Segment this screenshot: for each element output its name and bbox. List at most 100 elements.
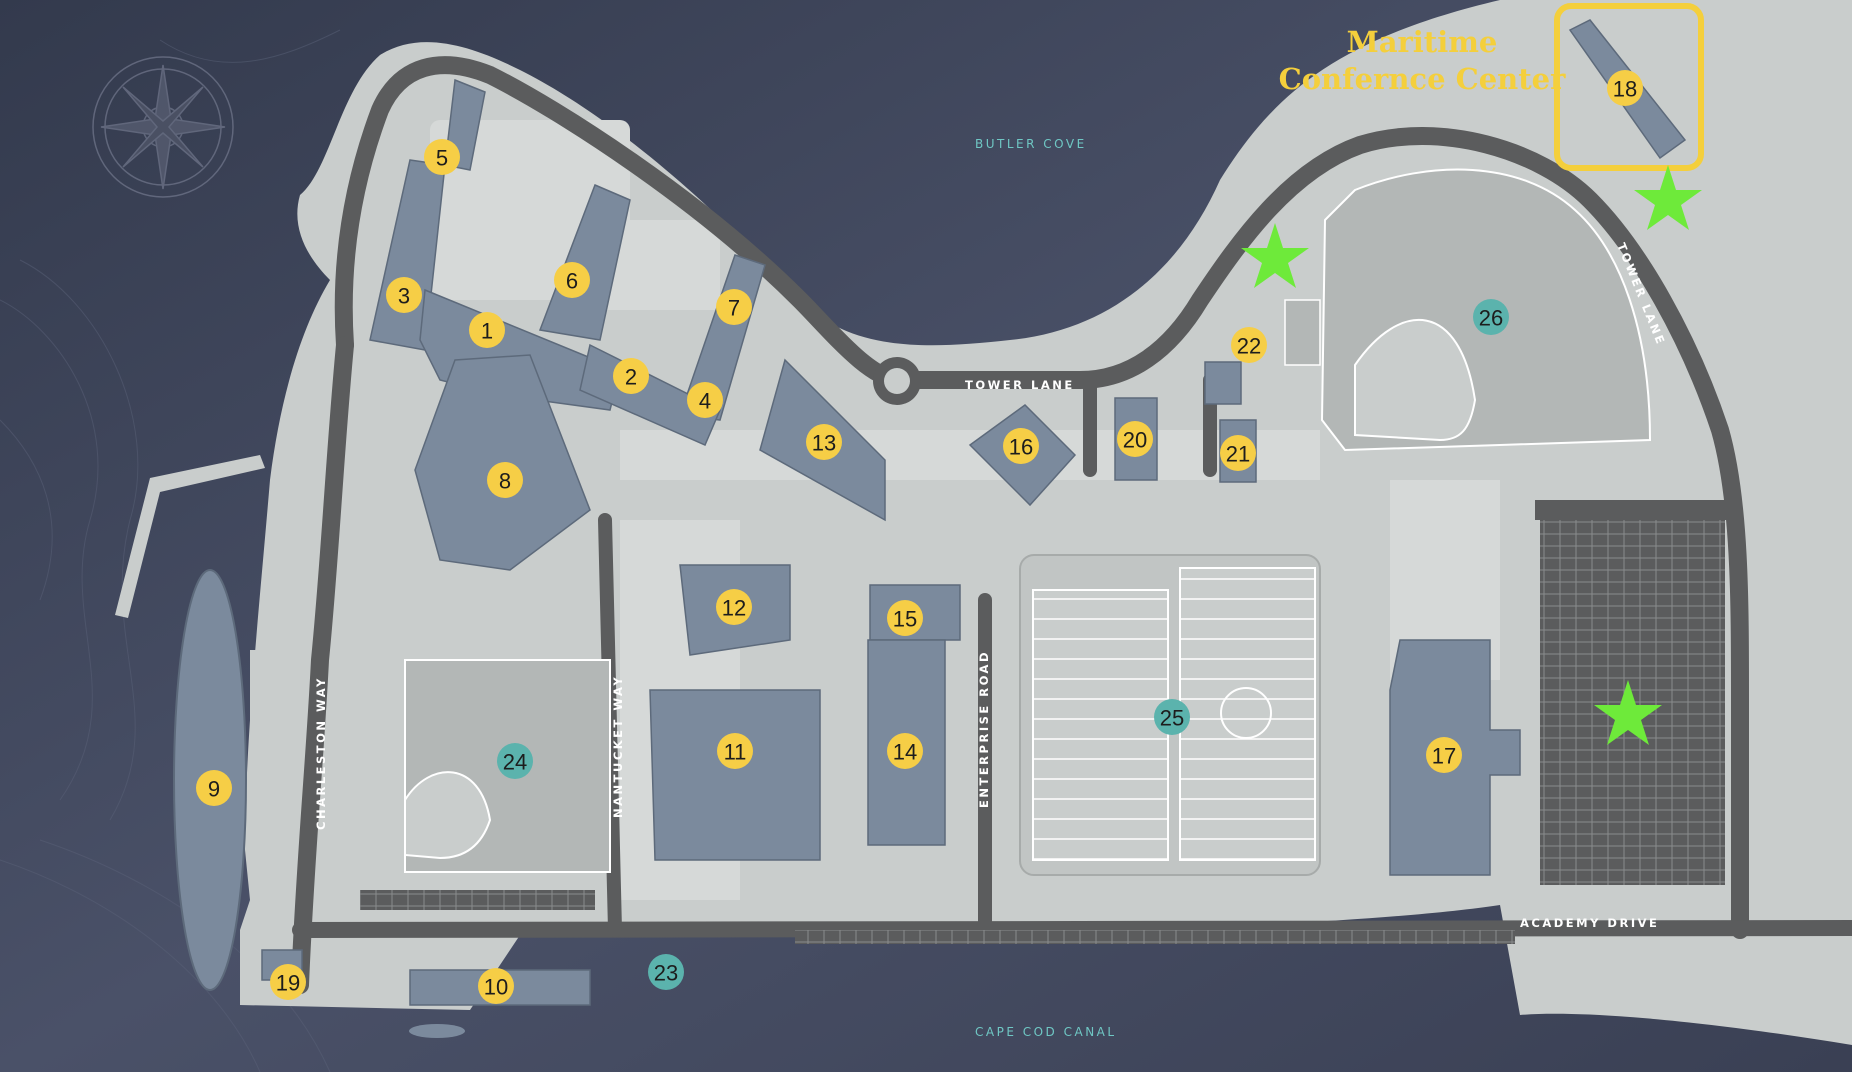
marker-15[interactable]: 15 <box>887 600 923 636</box>
building-22 <box>1204 361 1242 405</box>
marker-17[interactable]: 17 <box>1426 737 1462 773</box>
center-circle <box>1220 687 1272 739</box>
marker-4[interactable]: 4 <box>687 382 723 418</box>
small-boat <box>409 1024 465 1038</box>
star-icon <box>1594 680 1662 745</box>
marker-19[interactable]: 19 <box>270 964 306 1000</box>
marker-number: 7 <box>728 296 740 321</box>
parking-southwest <box>360 890 595 910</box>
label-butler-cove: BUTLER COVE <box>975 137 1087 151</box>
marker-2[interactable]: 2 <box>613 358 649 394</box>
callout-line1: Maritime <box>1347 25 1498 59</box>
marker-number: 21 <box>1226 442 1250 467</box>
marker-12[interactable]: 12 <box>716 589 752 625</box>
marker-circle <box>270 964 306 1000</box>
marker-circle <box>887 600 923 636</box>
marker-number: 15 <box>893 607 917 632</box>
roads <box>291 56 1852 994</box>
marker-circle <box>1231 327 1267 363</box>
marker-23[interactable]: 23 <box>648 954 684 990</box>
marker-circle <box>1003 428 1039 464</box>
marker-22[interactable]: 22 <box>1231 327 1267 363</box>
marker-25[interactable]: 25 <box>1154 699 1190 735</box>
track-west <box>1032 589 1169 861</box>
marker-circle <box>716 589 752 625</box>
marker-number: 5 <box>436 146 448 171</box>
parking-lot-east-west-row <box>1535 500 1735 520</box>
marker-circle <box>554 262 590 298</box>
marker-14[interactable]: 14 <box>887 733 923 769</box>
marker-circle <box>887 733 923 769</box>
infield-24 <box>404 771 492 860</box>
marker-circle <box>196 770 232 806</box>
marker-circle <box>487 462 523 498</box>
marker-24[interactable]: 24 <box>497 743 533 779</box>
marker-number: 2 <box>625 365 637 390</box>
east-land <box>1720 0 1852 342</box>
marker-number: 16 <box>1009 435 1033 460</box>
label-enterprise-road: ENTERPRISE ROAD <box>977 650 991 808</box>
marker-number: 10 <box>484 975 508 1000</box>
marker-number: 24 <box>503 750 527 775</box>
roundabout-island <box>884 368 910 394</box>
callout-line2: Confernce Center <box>1279 62 1566 96</box>
marker-16[interactable]: 16 <box>1003 428 1039 464</box>
marker-circle <box>1154 699 1190 735</box>
marker-21[interactable]: 21 <box>1220 435 1256 471</box>
marker-circle <box>478 968 514 1004</box>
marker-number: 6 <box>566 269 578 294</box>
marker-13[interactable]: 13 <box>806 424 842 460</box>
marker-20[interactable]: 20 <box>1117 421 1153 457</box>
marker-number: 13 <box>812 431 836 456</box>
marker-circle <box>1473 299 1509 335</box>
star-icon <box>1634 165 1702 230</box>
marker-number: 25 <box>1160 706 1184 731</box>
marker-circle <box>386 277 422 313</box>
marker-5[interactable]: 5 <box>424 139 460 175</box>
compass-rose-icon <box>92 56 234 198</box>
marker-number: 11 <box>724 740 747 765</box>
marker-circle <box>1117 421 1153 457</box>
label-tower-lane-west: TOWER LANE <box>965 378 1075 392</box>
marker-1[interactable]: 1 <box>469 312 505 348</box>
marker-circle <box>424 139 460 175</box>
label-cape-cod-canal: CAPE COD CANAL <box>975 1025 1117 1039</box>
marker-circle <box>469 312 505 348</box>
infield-26 <box>1354 318 1477 442</box>
marker-circle <box>648 954 684 990</box>
marker-number: 17 <box>1432 744 1456 769</box>
marker-number: 4 <box>699 389 711 414</box>
marker-number: 18 <box>1613 77 1637 102</box>
marker-7[interactable]: 7 <box>716 289 752 325</box>
marker-11[interactable]: 11 <box>717 733 753 769</box>
marker-circle <box>613 358 649 394</box>
football-field-25 <box>1179 567 1316 861</box>
building-11 <box>649 689 821 861</box>
marker-10[interactable]: 10 <box>478 968 514 1004</box>
star-icon <box>1241 223 1309 288</box>
marker-number: 9 <box>208 777 220 802</box>
marker-circle <box>1426 737 1462 773</box>
marker-number: 8 <box>499 469 511 494</box>
marker-9[interactable]: 9 <box>196 770 232 806</box>
parking-south <box>795 930 1515 944</box>
bleacher-26 <box>1284 299 1321 366</box>
marker-26[interactable]: 26 <box>1473 299 1509 335</box>
markers: 1234567891011121314151617181920212223242… <box>196 70 1643 1004</box>
marker-6[interactable]: 6 <box>554 262 590 298</box>
marker-8[interactable]: 8 <box>487 462 523 498</box>
marker-number: 12 <box>722 596 746 621</box>
marker-circle <box>716 289 752 325</box>
marker-number: 20 <box>1123 428 1147 453</box>
marker-18[interactable]: 18 <box>1607 70 1643 106</box>
marker-circle <box>687 382 723 418</box>
label-nantucket-way: NANTUCKET WAY <box>611 675 625 818</box>
marker-number: 23 <box>654 961 678 986</box>
marker-number: 1 <box>481 319 493 344</box>
marker-number: 22 <box>1237 334 1261 359</box>
marker-3[interactable]: 3 <box>386 277 422 313</box>
label-charleston-way: CHARLESTON WAY <box>314 676 328 830</box>
marker-circle <box>806 424 842 460</box>
marker-circle <box>1607 70 1643 106</box>
